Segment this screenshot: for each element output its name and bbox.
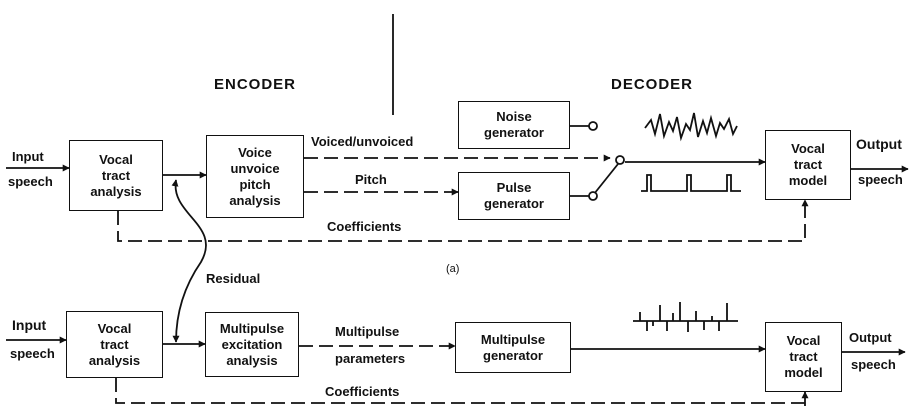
a-input-speech-label: speech <box>8 174 53 189</box>
box-line: unvoice <box>230 160 280 176</box>
a-noise-generator-box: Noise generator <box>458 101 570 149</box>
box-line: analysis <box>226 352 278 368</box>
b-parameters-label: parameters <box>335 351 406 366</box>
box-line: analysis <box>229 192 281 208</box>
a-coefficients-label: Coefficients <box>327 219 402 234</box>
box-line: pitch <box>239 176 271 192</box>
a-switch-contact-common <box>615 155 625 165</box>
a-switch-contact-noise <box>588 121 598 131</box>
a-switch-contact-pulse <box>588 191 598 201</box>
b-vocal-tract-analysis-box: Vocal tract analysis <box>66 311 163 378</box>
a-pulse-train <box>641 174 741 192</box>
box-line: Multipulse <box>219 320 285 336</box>
box-line: Noise <box>496 109 532 124</box>
a-vocal-tract-model-box: Vocal tract model <box>765 130 851 200</box>
b-multipulse-generator-box: Multipulse generator <box>455 322 571 373</box>
box-line: tract <box>793 157 823 172</box>
b-input-label: Input <box>12 317 47 333</box>
box-line: generator <box>483 347 543 363</box>
box-line: generator <box>484 125 544 140</box>
box-line: Pulse <box>496 180 532 195</box>
box-line: model <box>784 365 823 380</box>
a-switch-blade <box>593 163 619 195</box>
box-line: Vocal <box>97 320 132 336</box>
a-output-speech-label: speech <box>858 172 903 187</box>
b-multipulse-excitation-analysis-box: Multipulse excitation analysis <box>205 312 299 377</box>
b-multipulse-waveform <box>633 302 738 332</box>
a-voice-unvoice-pitch-analysis-box: Voice unvoice pitch analysis <box>206 135 304 218</box>
a-vocal-tract-analysis-box: Vocal tract analysis <box>69 140 163 211</box>
box-line: Multipulse <box>480 331 546 347</box>
b-output-label: Output <box>849 330 892 345</box>
b-vocal-tract-model-box: Vocal tract model <box>765 322 842 392</box>
b-coefficients-label: Coefficients <box>325 384 400 399</box>
residual-path <box>171 179 207 343</box>
box-line: tract <box>101 167 131 183</box>
a-input-label: Input <box>12 149 44 164</box>
b-output-speech-label: speech <box>851 357 896 372</box>
box-line: generator <box>484 196 544 211</box>
b-multipulse-label: Multipulse <box>335 324 400 339</box>
a-pulse-generator-box: Pulse generator <box>458 172 570 220</box>
a-voiced-unvoiced-label: Voiced/unvoiced <box>311 134 414 149</box>
box-line: Voice <box>238 144 272 160</box>
box-line: Vocal <box>791 141 825 156</box>
box-line: excitation <box>221 336 283 352</box>
box-line: Vocal <box>99 151 133 167</box>
b-input-speech-label: speech <box>10 346 55 361</box>
residual-label: Residual <box>206 271 261 286</box>
decoder-heading: DECODER <box>611 76 694 93</box>
b-coefficients-line <box>115 378 805 404</box>
box-line: tract <box>789 349 818 364</box>
box-line: tract <box>100 336 129 352</box>
box-line: Vocal <box>786 333 821 348</box>
a-coefficients-line <box>117 199 809 242</box>
a-caption-label: (a) <box>446 263 460 275</box>
box-line: analysis <box>90 183 142 199</box>
box-line: model <box>788 173 828 188</box>
a-pitch-label: Pitch <box>355 172 387 187</box>
a-output-label: Output <box>856 136 902 152</box>
encoder-heading: ENCODER <box>214 76 297 93</box>
box-line: analysis <box>88 352 141 368</box>
a-noise-waveform <box>644 112 738 142</box>
